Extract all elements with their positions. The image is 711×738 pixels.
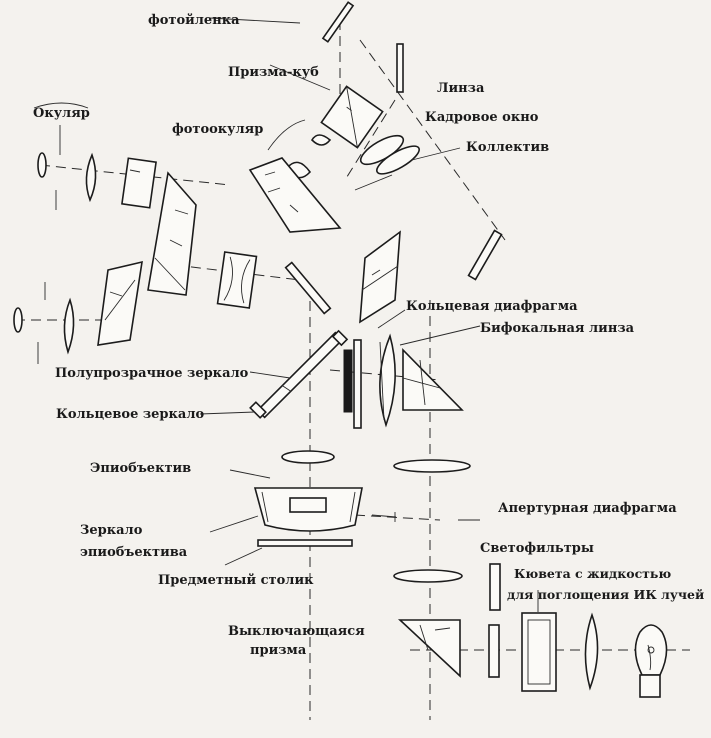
label-cuvette-1: Кювета с жидкостью [514,566,671,581]
switching-prism [397,619,461,678]
label-photo-film: фотойленка [148,13,240,28]
bifocal-lens [379,333,396,428]
light-filter-2 [488,624,500,678]
label-object-stage: Предметный столик [158,573,314,588]
object-stage [257,539,353,547]
label-bifocal-lens: Бифокальная линза [480,321,635,336]
label-switching-prism-1: Выключающаяся [228,624,365,639]
label-switching-prism-2: призма [250,643,307,658]
label-collective: Коллектив [466,140,549,155]
ring-diaphragm [343,349,353,413]
lens-cluster [354,134,420,191]
intermediate-lens [216,251,258,309]
label-eyepiece: Окуляр [33,106,90,121]
label-field-window: Кадровое окно [425,110,539,125]
label-light-filters: Светофильтры [480,541,594,556]
eyepiece-prism [147,171,197,296]
label-epiobjective: Эпиобъектив [90,461,191,476]
condenser-lens-1 [393,459,471,473]
ring-mirror-element [249,401,267,419]
leader-lines [199,64,481,566]
ir-cuvette [521,590,557,692]
beam-splitter-prism [359,230,401,324]
label-ring-diaphragm: Кольцевая диафрагма [406,299,578,314]
right-angle-prism [402,348,464,411]
photo-film [209,1,355,43]
epiobjective [229,450,363,532]
label-photo-eyepiece: фотоокуляр [172,122,263,137]
label-epiobjective-mirror-1: Зеркало [80,523,143,538]
label-lens: Линза [437,81,485,96]
lamp [634,624,668,698]
eyepiece-lower [13,260,143,364]
label-aperture-diaphragm: Апертурная диафрагма [498,501,677,516]
lamp-lens [584,612,599,691]
label-prism-cube: Призма-куб [228,65,319,80]
label-ring-mirror: Кольцевое зеркало [56,407,204,422]
ring-diaphragm-holder [353,339,362,429]
label-cuvette-2: для поглощения ИК лучей [507,587,704,602]
eyepiece-upper [33,102,157,210]
field-plate [396,43,404,93]
photo-eyepiece-assembly [248,119,342,233]
condenser-lens-2 [393,569,463,583]
light-filter-1 [489,563,501,611]
small-plate [331,329,349,347]
center-mirror [284,261,332,315]
aperture-diaphragm [371,512,480,522]
collective-plate [467,229,503,281]
prism-cube [320,85,384,149]
label-semi-transparent-mirror: Полупрозрачное зеркало [55,366,249,381]
label-epiobjective-mirror-2: эпиобъектива [80,545,188,560]
